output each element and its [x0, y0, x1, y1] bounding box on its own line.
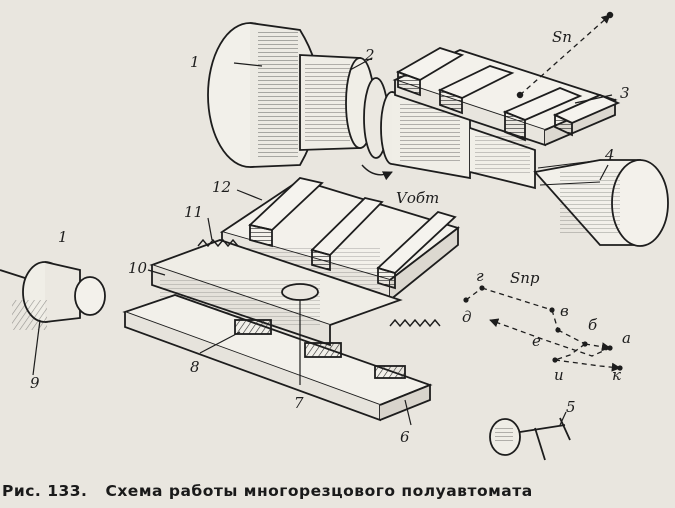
copier-bar: [122, 283, 433, 422]
cross-feed-arrow: [516, 11, 614, 99]
label-g: г: [476, 267, 484, 285]
label-8: 8: [190, 358, 200, 376]
label-e: е: [532, 332, 541, 350]
feed-path-diagram: [465, 287, 620, 368]
label-3: 3: [620, 84, 630, 102]
label-12: 12: [212, 178, 231, 196]
label-5: 5: [566, 398, 576, 416]
label-11: 11: [184, 203, 203, 221]
label-7: 7: [294, 394, 304, 412]
spring-11: [197, 238, 239, 248]
caption-prefix: Рис. 133.: [2, 482, 88, 500]
label-4: 4: [604, 146, 615, 164]
leader-lines: [32, 57, 613, 426]
tailstock-centre: [533, 159, 669, 247]
label-b: б: [588, 316, 598, 334]
label-sn: Sп: [552, 28, 572, 46]
label-i: и: [554, 366, 564, 384]
spindle-shaft: [299, 54, 536, 190]
drive-drum: [0, 261, 106, 330]
cam-drive: [489, 417, 571, 461]
label-d: д: [462, 308, 472, 326]
label-v-obt: Vобт: [396, 189, 439, 207]
label-1-drum: 1: [58, 228, 68, 246]
rotation-arrow: [361, 164, 393, 181]
label-10: 10: [128, 259, 148, 277]
machine-diagram: 1 2 3 4 5 6 7 8 9 10 11 12 1 Sп Vобт Sпр…: [0, 11, 669, 461]
rear-slide: [392, 47, 621, 147]
label-9: 9: [30, 374, 40, 392]
label-6: 6: [400, 428, 410, 446]
label-v: в: [560, 302, 569, 320]
caption-text: Схема работы многорезцового полуавтомата: [105, 482, 533, 500]
figure-caption: Рис. 133. Схема работы многорезцового пол…: [0, 482, 675, 506]
spring-lower: [389, 318, 441, 328]
label-1: 1: [190, 53, 200, 71]
label-2: 2: [364, 46, 375, 64]
label-k: к: [612, 366, 621, 384]
label-a: а: [622, 329, 631, 347]
label-s-pr: Sпр: [510, 269, 540, 287]
feed-path-nodes: [463, 285, 623, 371]
